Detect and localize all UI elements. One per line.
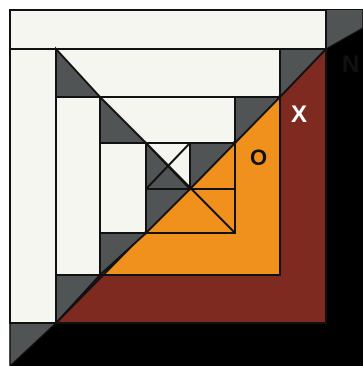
third-left-cream-strip — [100, 143, 146, 233]
second-left-cream-strip — [56, 97, 100, 275]
left-cream-strip — [10, 49, 56, 323]
top-cream-strip — [10, 10, 326, 49]
label-o: O — [250, 145, 267, 170]
label-x: X — [291, 101, 307, 128]
label-n: N — [342, 51, 359, 78]
